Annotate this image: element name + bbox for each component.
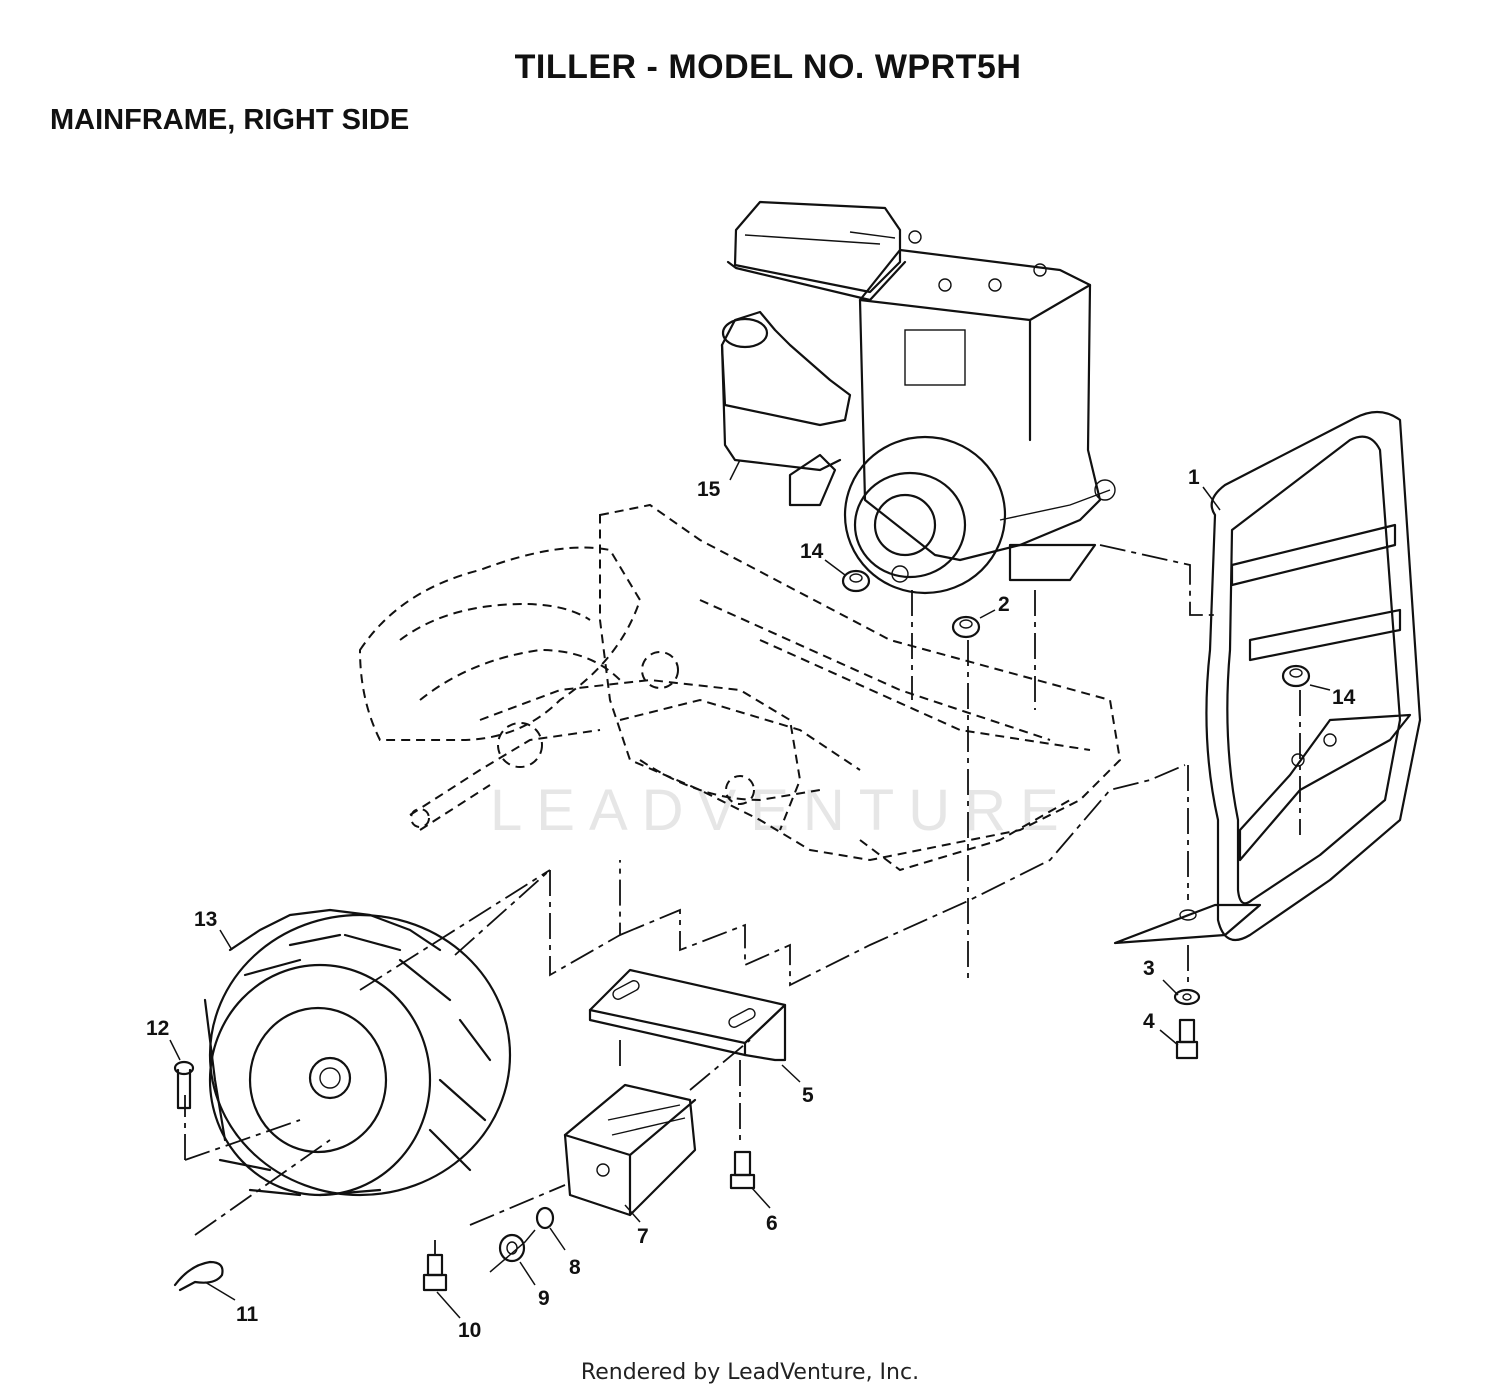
nut-14-engine (841, 569, 871, 593)
engine (720, 200, 1116, 595)
callout-7: 7 (637, 1225, 649, 1248)
washer-3 (1173, 988, 1201, 1006)
clevis-pin-12 (173, 1060, 195, 1110)
footer-credit: Rendered by LeadVenture, Inc. (580, 1360, 920, 1385)
callout-4: 4 (1143, 1010, 1155, 1033)
lock-washer-8 (535, 1206, 555, 1230)
callout-13: 13 (194, 908, 217, 931)
weight (563, 1083, 697, 1217)
callout-2: 2 (998, 593, 1010, 616)
callout-14-bumper: 14 (1332, 686, 1356, 709)
callout-10: 10 (458, 1319, 481, 1342)
callout-3: 3 (1143, 957, 1155, 980)
nut-2 (951, 615, 981, 639)
wheel (203, 908, 512, 1197)
callout-14-engine: 14 (800, 540, 824, 563)
callout-15: 15 (697, 478, 721, 501)
callout-9: 9 (538, 1287, 550, 1310)
section-title: MAINFRAME, RIGHT SIDE (50, 104, 410, 136)
bumper-bar (1113, 410, 1422, 945)
callout-11: 11 (236, 1303, 259, 1326)
tiller-frame-phantom (358, 503, 1122, 872)
bolt-4 (1175, 1018, 1199, 1060)
bolt-10 (422, 1253, 448, 1292)
callout-6: 6 (766, 1212, 778, 1235)
nut-9 (498, 1233, 526, 1263)
nut-14-bumper (1281, 664, 1311, 688)
diagram-title: TILLER - MODEL NO. WPRT5H (514, 48, 1022, 86)
hairpin-clip-11 (173, 1260, 224, 1292)
bolt-6 (729, 1150, 756, 1190)
watermark: LEADVENTURE (490, 778, 1073, 843)
bracket (588, 968, 787, 1062)
callout-12: 12 (146, 1017, 169, 1040)
callout-8: 8 (569, 1256, 581, 1279)
callout-5: 5 (802, 1084, 814, 1107)
callout-1: 1 (1188, 466, 1200, 489)
